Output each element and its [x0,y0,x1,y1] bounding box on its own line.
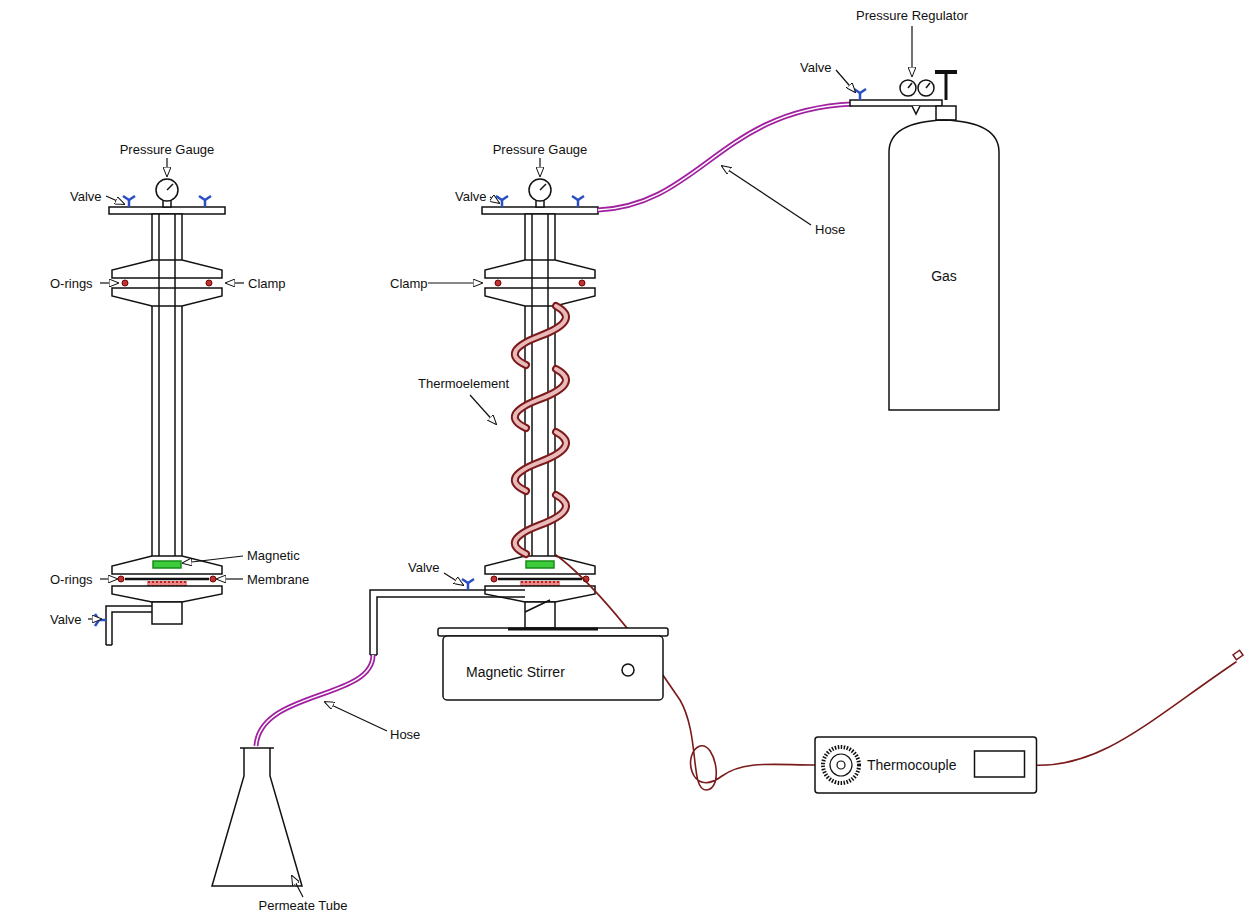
part-label: Hose [390,727,420,742]
part-label: Thermoelement [418,376,509,391]
part-label: Pressure Regulator [856,8,968,23]
gas-cylinder-outline [888,118,1000,410]
part-label: Valve [70,189,102,204]
part-label: Membrane [247,572,309,587]
part-label: Pressure Gauge [120,142,215,157]
node-text: Magnetic Stirrer [466,664,565,680]
part-label: O-rings [50,276,93,291]
part-label: Valve [800,60,832,75]
node-text: Thermocouple [867,757,957,773]
part-label: Permeate Tube [259,898,348,913]
magnetic-stirrer: Magnetic Stirrer [438,628,668,700]
part-label: O-rings [50,572,93,587]
part-label: Valve [408,560,440,575]
part-label: Clamp [390,276,428,291]
part-label: Pressure Gauge [493,142,588,157]
part-label: Clamp [248,276,286,291]
part-label: Hose [815,222,845,237]
thermocouple-unit: Thermocouple [815,737,1037,793]
gas-cylinder: Gas [888,118,1000,410]
node-text: Gas [931,268,957,284]
part-label: Valve [455,189,487,204]
part-label: Valve [50,612,82,627]
part-label: Magnetic [247,548,300,563]
